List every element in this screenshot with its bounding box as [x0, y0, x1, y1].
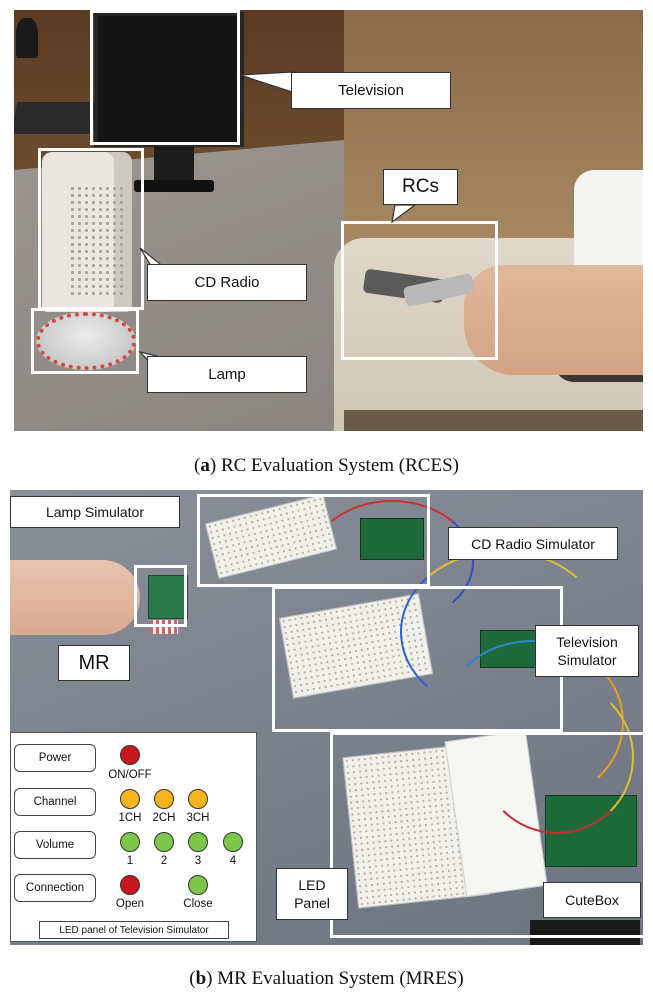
lamp-simulator-highlight-box: [197, 494, 430, 587]
television-label: Television: [291, 72, 451, 109]
figure-b-caption-text: MR Evaluation System (MRES): [217, 968, 464, 989]
connection-led-close: [188, 875, 208, 895]
connection-led-open-caption: Open: [115, 898, 145, 910]
mr-connector-pins: [150, 620, 178, 634]
power-led-caption: ON/OFF: [108, 769, 152, 781]
television-simulator-label-line1: Television: [556, 634, 618, 650]
television-simulator-label: Television Simulator: [535, 625, 639, 677]
volume-led-2: [154, 832, 174, 852]
figure-b-caption-letter: b: [195, 968, 207, 989]
channel-led-3ch-caption: 3CH: [186, 812, 210, 824]
figure-a-caption-letter: a: [200, 455, 210, 476]
mr-device: [148, 575, 188, 619]
channel-led-2ch: [154, 789, 174, 809]
led-row-label-channel: Channel: [14, 788, 96, 816]
volume-led-1: [120, 832, 140, 852]
mr-highlight-box: [134, 565, 187, 627]
television-highlight-box: [90, 10, 240, 145]
television-stand: [154, 147, 194, 182]
volume-led-4: [223, 832, 243, 852]
television-simulator-label-line2: Simulator: [557, 652, 617, 668]
channel-led-1ch: [120, 789, 140, 809]
mr-label: MR: [58, 645, 130, 681]
cd-radio-simulator-label: CD Radio Simulator: [448, 527, 618, 560]
led-row-label-connection: Connection: [14, 874, 96, 902]
channel-led-1ch-caption: 1CH: [118, 812, 142, 824]
television-object: [94, 12, 244, 147]
connection-led-open: [120, 875, 140, 895]
lamp-highlight-box: [31, 308, 139, 374]
figure-a-caption-text: RC Evaluation System (RCES): [220, 455, 459, 476]
hands: [464, 265, 643, 375]
figure-b-caption: (b) MR Evaluation System (MRES): [189, 968, 464, 989]
led-panel-label-line2: Panel: [294, 895, 330, 911]
cd-radio-simulator-highlight-box: [272, 586, 563, 732]
volume-led-1-caption: 1: [126, 855, 134, 867]
volume-led-4-caption: 4: [229, 855, 237, 867]
microphone: [16, 18, 38, 58]
connection-led-close-caption: Close: [183, 898, 213, 910]
wire: [480, 680, 634, 834]
lamp-label: Lamp: [147, 356, 307, 393]
cutebox-base: [530, 920, 640, 945]
cd-radio-highlight-box: [38, 148, 144, 310]
led-panel-label-line1: LED: [298, 877, 326, 893]
channel-led-3ch: [188, 789, 208, 809]
cutebox-label: CuteBox: [543, 882, 641, 918]
channel-led-2ch-caption: 2CH: [152, 812, 176, 824]
led-row-label-power: Power: [14, 744, 96, 772]
cd-radio-label: CD Radio: [147, 264, 307, 301]
volume-led-3: [188, 832, 208, 852]
rcs-highlight-box: [341, 221, 498, 360]
television-simulator-highlight-box: [330, 732, 646, 938]
lamp-leds: [36, 312, 136, 370]
led-panel-label: LED Panel: [276, 868, 348, 920]
hand: [10, 560, 140, 635]
lamp-simulator-label: Lamp Simulator: [10, 496, 180, 528]
television-base: [134, 180, 214, 192]
keyboard: [14, 102, 98, 134]
led-row-label-volume: Volume: [14, 831, 96, 859]
volume-led-3-caption: 3: [194, 855, 202, 867]
volume-led-2-caption: 2: [160, 855, 168, 867]
floor: [344, 410, 643, 431]
cd-radio-speaker-grille: [69, 185, 124, 295]
power-led: [120, 745, 140, 765]
led-panel-inset: Power ON/OFF Channel 1CH 2CH 3CH Volume …: [10, 732, 257, 942]
rcs-label: RCs: [383, 169, 458, 205]
figure-a-caption: (a) RC Evaluation System (RCES): [194, 455, 459, 476]
led-panel-caption: LED panel of Television Simulator: [39, 921, 229, 939]
